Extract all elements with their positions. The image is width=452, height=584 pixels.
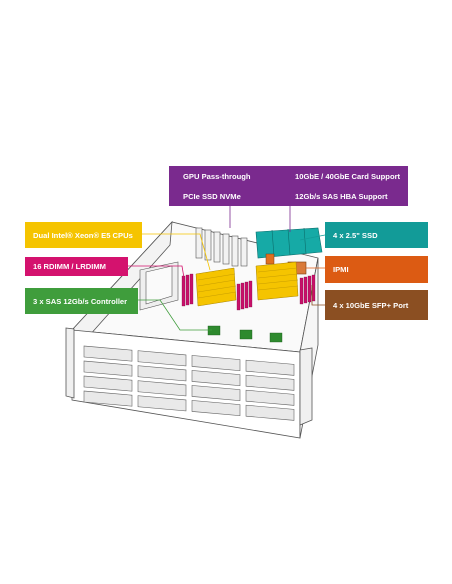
drive-bay (83, 360, 133, 377)
ipmi-callout: IPMI (325, 256, 428, 283)
drive-bay (137, 395, 187, 412)
ipmi-small-chip (265, 253, 275, 265)
drive-bay (83, 375, 133, 392)
sfp-label: 4 x 10GbE SFP+ Port (333, 300, 409, 310)
gpu-passthrough-label: GPU Pass-through (183, 171, 251, 181)
rack-ear-left (65, 327, 75, 399)
drive-bays (83, 345, 295, 421)
memory-label: 16 RDIMM / LRDIMM (33, 262, 106, 271)
memory-callout: 16 RDIMM / LRDIMM (25, 257, 128, 276)
drive-bay (245, 374, 295, 391)
cpu-heatsinks (195, 261, 299, 307)
ssd-label: 4 x 2.5" SSD (333, 230, 378, 240)
drive-bay (137, 380, 187, 397)
drive-bay (245, 404, 295, 421)
sas-controller-callout: 3 x SAS 12Gb/s Controller (25, 288, 138, 314)
sas-hba-label: 12Gb/s SAS HBA Support (295, 191, 388, 201)
drive-bay (191, 400, 241, 416)
pcie-cards (195, 227, 248, 267)
pcie-ssd-label: PCIe SSD NVMe (183, 191, 241, 201)
drive-bay (191, 385, 241, 401)
drive-bay (137, 350, 187, 367)
dimm-modules (181, 273, 316, 311)
sfp-port-callout: 4 x 10GbE SFP+ Port (325, 290, 428, 320)
leader-lines (128, 206, 326, 331)
drive-bay (191, 370, 241, 386)
drive-bay (83, 345, 133, 362)
ssd-cage (255, 227, 323, 259)
power-supply (139, 261, 179, 311)
ipmi-label: IPMI (333, 265, 349, 274)
sas-controller-label: 3 x SAS 12Gb/s Controller (33, 296, 128, 306)
gpu-pcie-callout: GPU Pass-through 10GbE / 40GbE Card Supp… (169, 166, 408, 206)
sas-controller-chips (207, 325, 283, 343)
drive-bay (245, 359, 295, 376)
rack-ear-right (299, 347, 313, 426)
network-card-label: 10GbE / 40GbE Card Support (295, 171, 401, 181)
drive-bay (191, 355, 241, 371)
cpu-label: Dual Intel® Xeon® E5 CPUs (33, 230, 133, 240)
drive-bay (83, 390, 133, 407)
ssd-callout: 4 x 2.5" SSD (325, 222, 428, 248)
drive-bay (245, 389, 295, 406)
cpu-callout: Dual Intel® Xeon® E5 CPUs (25, 222, 142, 248)
drive-bay (137, 365, 187, 382)
